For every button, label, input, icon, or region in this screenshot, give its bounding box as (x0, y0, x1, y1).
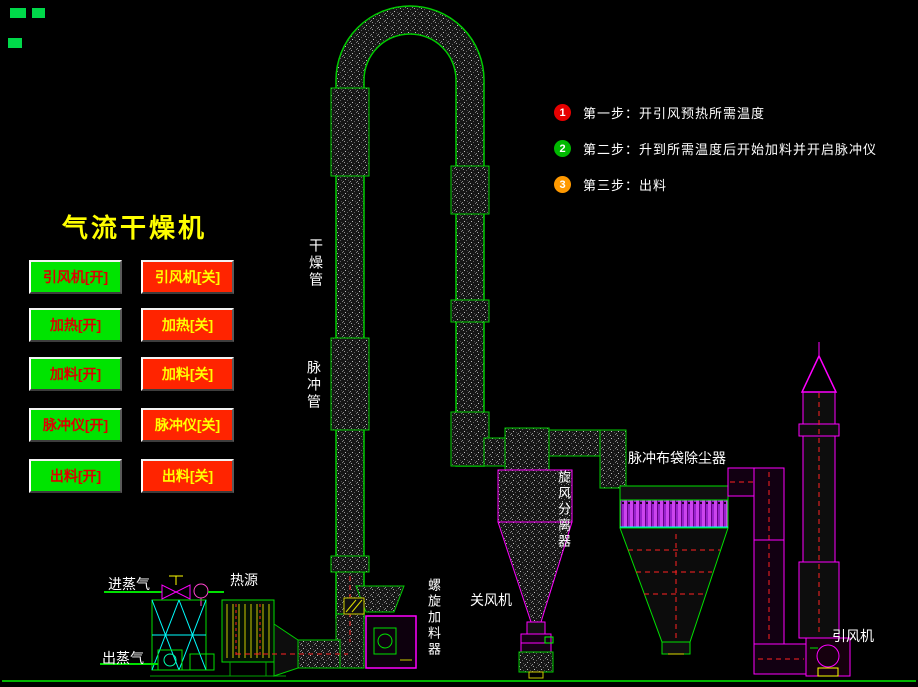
label-drying-pipe: 干燥管 (308, 238, 324, 289)
fan-ducting (727, 467, 807, 675)
status-indicator (8, 38, 22, 48)
heat-off-button[interactable]: 加热[关] (141, 308, 234, 342)
label-induced-fan: 引风机 (832, 628, 874, 644)
cyclone-separator (497, 469, 573, 635)
label-pulse-pipe: 脉冲管 (306, 360, 322, 411)
label-steam-out: 出蒸气 (102, 650, 144, 666)
fan-off-button[interactable]: 引风机[关] (141, 260, 234, 294)
fan-on-button[interactable]: 引风机[开] (29, 260, 122, 294)
step-2-text: 第二步：升到所需温度后开始加料并开启脉冲仪 (583, 142, 878, 157)
step-3-text: 第三步：出料 (583, 178, 668, 193)
label-heat-source: 热源 (230, 572, 258, 588)
output-on-button[interactable]: 出料[开] (29, 459, 122, 493)
heat-exchanger (100, 575, 348, 677)
exhaust-stack (798, 342, 840, 639)
step-2: 2 第二步：升到所需温度后开始加料并开启脉冲仪 (554, 139, 877, 158)
label-bag-filter: 脉冲布袋除尘器 (628, 450, 726, 466)
label-rotary-valve: 关风机 (470, 592, 512, 608)
step-3-badge: 3 (554, 176, 571, 193)
status-indicator (32, 8, 45, 18)
induced-draft-fan (805, 637, 851, 677)
heat-on-button[interactable]: 加热[开] (29, 308, 122, 342)
pulse-off-button[interactable]: 脉冲仪[关] (141, 408, 234, 442)
label-steam-in: 进蒸气 (108, 576, 150, 592)
step-1-badge: 1 (554, 104, 571, 121)
rotary-airlock (518, 633, 554, 679)
drying-pipe (297, 5, 490, 669)
cyclone-inlet-duct (483, 427, 627, 489)
status-indicator (10, 8, 26, 18)
step-3: 3 第三步：出料 (554, 175, 667, 194)
feed-off-button[interactable]: 加料[关] (141, 357, 234, 391)
page-title: 气流干燥机 (62, 213, 208, 243)
step-1-text: 第一步：开引风预热所需温度 (583, 106, 766, 121)
pulse-on-button[interactable]: 脉冲仪[开] (29, 408, 122, 442)
step-1: 1 第一步：开引风预热所需温度 (554, 103, 765, 122)
step-2-badge: 2 (554, 140, 571, 157)
bag-dust-collector (619, 485, 729, 655)
label-cyclone: 旋风分离器 (556, 470, 571, 550)
label-screw-feeder: 螺旋加料器 (426, 578, 441, 658)
screw-feeder (343, 585, 417, 669)
output-off-button[interactable]: 出料[关] (141, 459, 234, 493)
feed-on-button[interactable]: 加料[开] (29, 357, 122, 391)
